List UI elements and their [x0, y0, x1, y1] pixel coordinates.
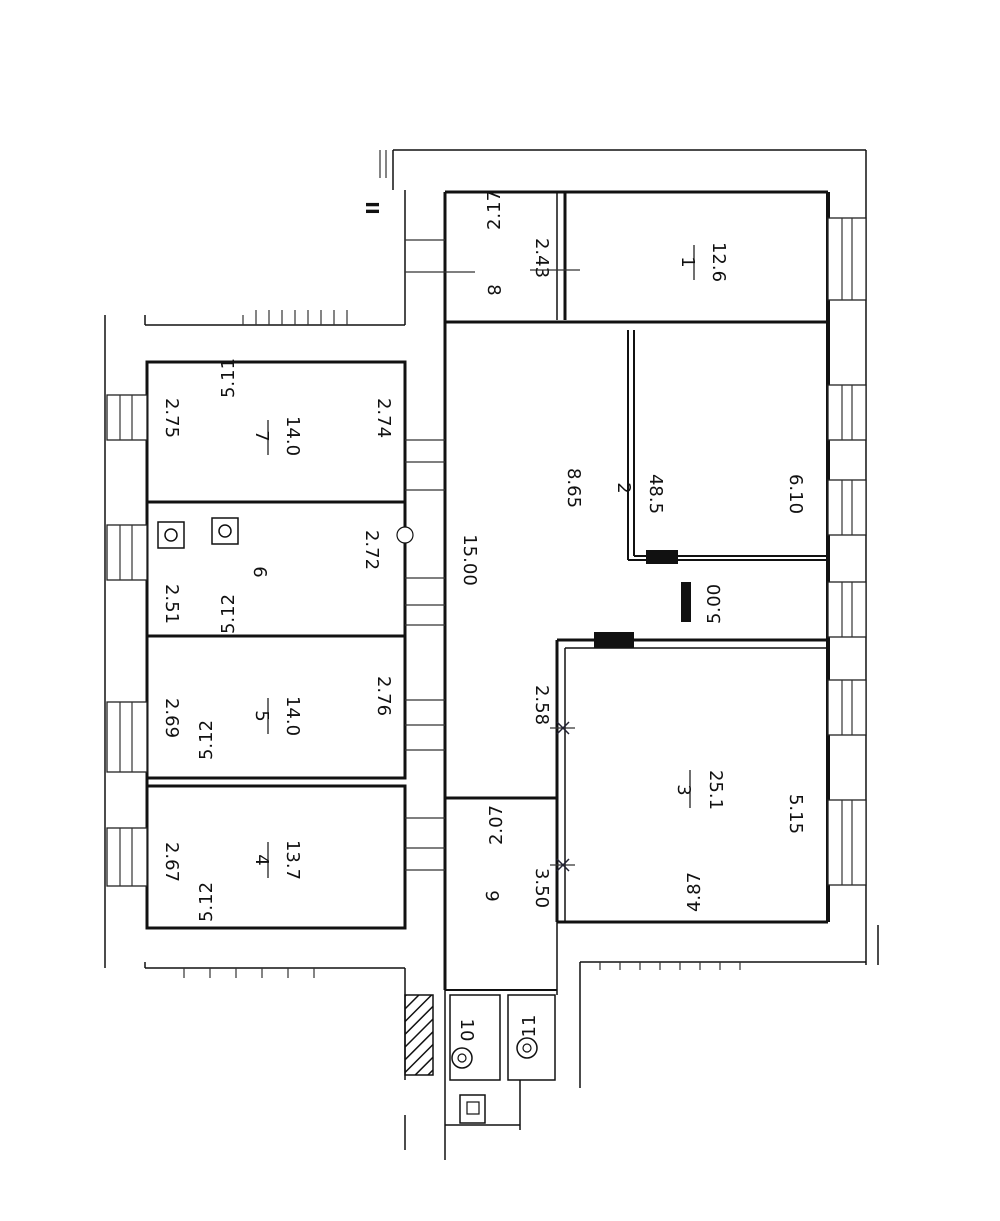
room-dim: 15.00 [459, 534, 480, 586]
room-number: 6 [249, 566, 270, 577]
room-dim: 2.75 [161, 398, 182, 438]
outer-walls [104, 149, 879, 1160]
column-blocks [594, 550, 691, 648]
room-number: 2 [613, 482, 634, 493]
stair-treads [183, 150, 741, 978]
room-dim: 2.74 [373, 398, 394, 438]
room-area: 14.0 [282, 696, 303, 736]
room-dim: 2.58 [531, 685, 552, 725]
room-number: 4 [251, 854, 272, 865]
room-number: 3 [673, 784, 694, 795]
room-area: 25.1 [705, 770, 726, 810]
room-dim: 2.17 [484, 190, 505, 230]
room-dim: 2.69 [161, 698, 182, 738]
marker-icon [556, 721, 570, 872]
room-dim: 2.72 [361, 530, 382, 570]
room-area: 12.6 [708, 242, 729, 282]
windows-right [827, 217, 867, 886]
room-dim: 8.65 [563, 468, 584, 508]
room-dim: 2.67 [161, 842, 182, 882]
room-dim: 6.10 [785, 474, 806, 514]
room-dim: 5.15 [785, 794, 806, 834]
room-dim: 2.43 [531, 238, 552, 278]
room-dim: 2.07 [486, 805, 507, 845]
room-number: 7 [251, 430, 272, 441]
room-number: 8 [483, 284, 504, 295]
partitions [145, 192, 828, 1130]
room-number: 1 [677, 256, 698, 267]
windows-left [106, 394, 148, 887]
room-dim: 5.12 [196, 720, 217, 760]
sink-icon [157, 517, 414, 549]
toilet-icon [451, 1037, 538, 1115]
hatched-wall [404, 994, 434, 1076]
room-dim: 5.12 [218, 594, 239, 634]
room-dim: 2.51 [161, 584, 182, 624]
room-dim: 5.00 [704, 584, 725, 624]
room-area: 14.0 [282, 416, 303, 456]
stair-mark: II [361, 201, 382, 214]
room-number: 10 [456, 1019, 477, 1042]
room-dim: 5.11 [218, 358, 239, 398]
room-area: 13.7 [282, 840, 303, 880]
room-dim: 4.87 [684, 872, 705, 912]
room-dim: 3.50 [531, 868, 552, 908]
room-area: 48.5 [645, 474, 666, 514]
room-dim: 5.12 [196, 882, 217, 922]
room-dim: 2.76 [373, 676, 394, 716]
room-labels: 1 12.6 8 2.43 2.17 2.75 5.11 7 14.0 2.74… [161, 190, 806, 1041]
wall-marks [405, 239, 580, 871]
room-number: 11 [519, 1015, 540, 1038]
room-number: 5 [251, 710, 272, 721]
room-number: 9 [481, 890, 502, 901]
